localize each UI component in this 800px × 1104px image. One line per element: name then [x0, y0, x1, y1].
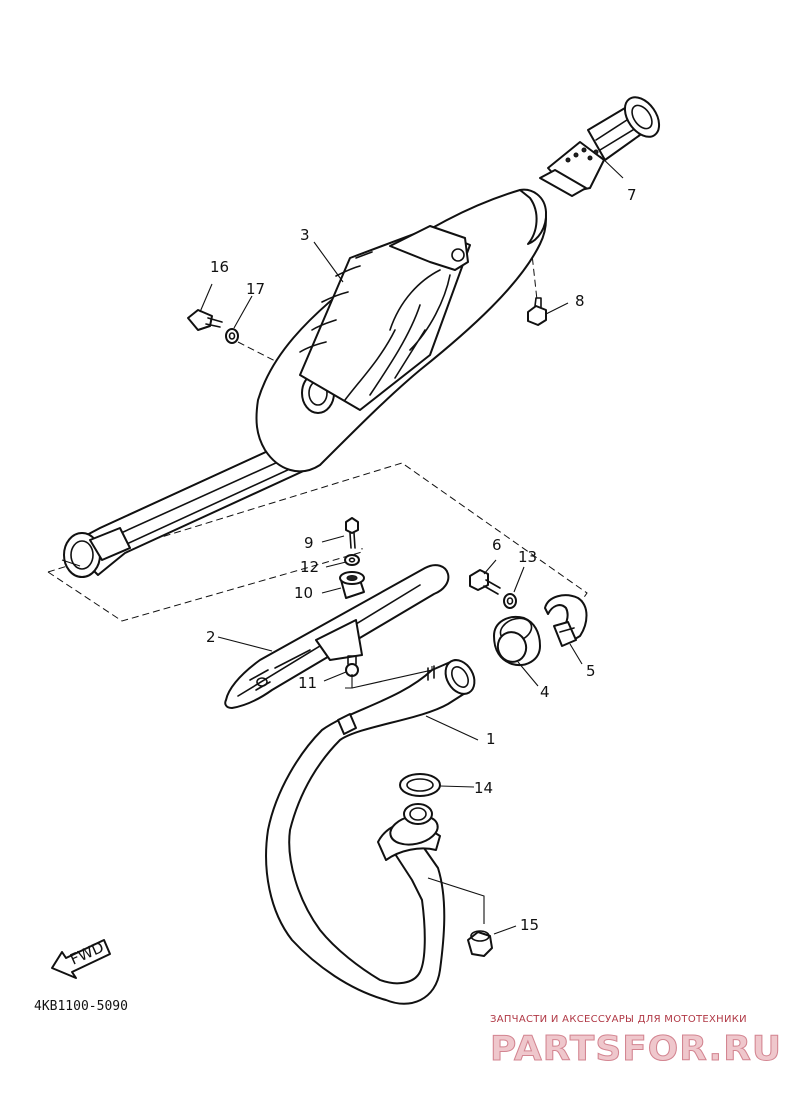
callout-17: 17 [246, 280, 265, 298]
muffler-part-3[interactable] [61, 188, 548, 578]
collar-part-11[interactable] [345, 655, 359, 677]
callout-11: 11 [298, 674, 317, 692]
assembly-outline [47, 462, 588, 622]
nut-part-15[interactable] [467, 930, 493, 957]
washer-part-12[interactable] [344, 554, 360, 566]
bolt-part-8[interactable] [527, 297, 547, 326]
callout-7: 7 [627, 186, 637, 204]
watermark-tagline: ЗАПЧАСТИ И АКСЕССУАРЫ ДЛЯ МОТОТЕХНИКИ [490, 1014, 747, 1025]
gasket-part-14[interactable] [399, 773, 441, 797]
watermark: ЗАПЧАСТИ И АКСЕССУАРЫ ДЛЯ МОТОТЕХНИКИ PA… [490, 1014, 782, 1070]
watermark-logo: PARTSFOR.RU [490, 1029, 782, 1069]
clamp-part-5[interactable] [544, 594, 588, 647]
fwd-arrow-icon: FWD [51, 938, 111, 979]
callout-9: 9 [304, 534, 314, 552]
gasket-part-4[interactable] [493, 614, 541, 666]
callout-15: 15 [520, 916, 539, 934]
callout-3: 3 [300, 226, 310, 244]
callout-8: 8 [575, 292, 585, 310]
callout-1: 1 [486, 730, 496, 748]
exhaust-pipe-part-1[interactable] [265, 655, 480, 1005]
callout-16: 16 [210, 258, 229, 276]
callout-6: 6 [492, 536, 502, 554]
bolt-part-6[interactable] [469, 569, 501, 595]
callout-14: 14 [474, 779, 493, 797]
grommet-part-10[interactable] [339, 571, 365, 599]
bracket-part-2[interactable] [224, 564, 450, 709]
callout-10: 10 [294, 584, 313, 602]
bolt-part-16[interactable] [187, 309, 223, 331]
callout-4: 4 [540, 683, 550, 701]
washer-part-13[interactable] [503, 593, 517, 609]
washer-part-17[interactable] [225, 328, 239, 344]
callout-13: 13 [518, 548, 537, 566]
callout-5: 5 [586, 662, 596, 680]
callout-2: 2 [206, 628, 216, 646]
callout-numbers: 1 2 3 4 5 6 7 8 9 10 11 12 13 14 15 16 1… [206, 186, 637, 934]
leader-lines [199, 155, 624, 935]
bolt-part-9[interactable] [345, 517, 359, 549]
spark-arrester-part-7[interactable] [539, 91, 666, 197]
diagram-code: 4KB1100-5090 [34, 999, 128, 1014]
callout-12: 12 [300, 558, 319, 576]
